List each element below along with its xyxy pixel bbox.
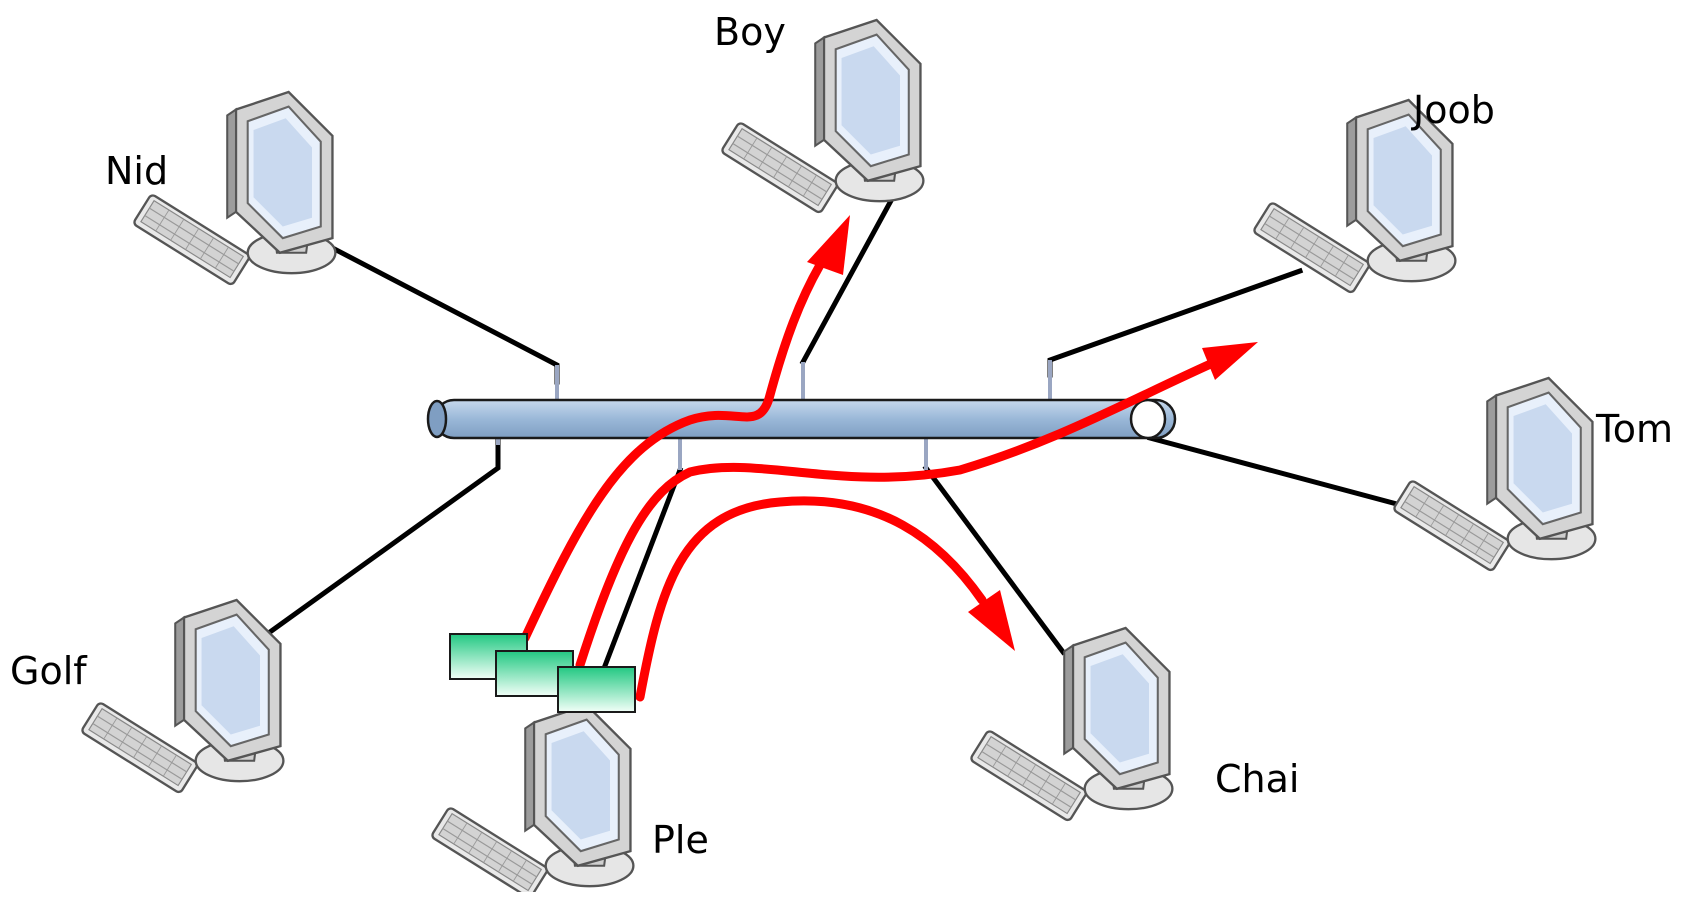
node-label-golf: Golf [10, 649, 87, 693]
flow-to-chai [635, 496, 987, 702]
data-packet-icon [557, 666, 636, 713]
data-packets [449, 633, 636, 713]
flow-to-boy [520, 260, 825, 643]
computer-ple-icon [429, 703, 635, 897]
node-label-nid: Nid [105, 149, 169, 193]
bus-taps [496, 360, 1052, 470]
computer-chai-icon [968, 626, 1174, 823]
link-chai [922, 464, 1067, 656]
link-golf [234, 435, 501, 659]
node-label-joob: Joob [1413, 88, 1495, 132]
computer-tom-icon [1391, 376, 1597, 573]
link-boy [799, 193, 897, 366]
node-label-chai: Chai [1215, 757, 1300, 801]
arrowhead-boy [807, 215, 850, 275]
node-label-boy: Boy [714, 10, 786, 54]
computers [79, 18, 1597, 897]
flow-to-joob [575, 357, 1220, 670]
flow-arrowheads [807, 215, 1258, 651]
link-tom [1146, 434, 1442, 519]
link-cables [234, 193, 1442, 748]
bus-cable [426, 398, 1177, 440]
arrowhead-chai [968, 590, 1015, 651]
flow-arrows [520, 260, 1220, 702]
node-label-ple: Ple [652, 818, 709, 862]
link-joob [1047, 267, 1304, 378]
arrowhead-joob [1202, 342, 1258, 380]
node-label-tom: Tom [1596, 407, 1674, 451]
computer-golf-icon [79, 598, 285, 795]
